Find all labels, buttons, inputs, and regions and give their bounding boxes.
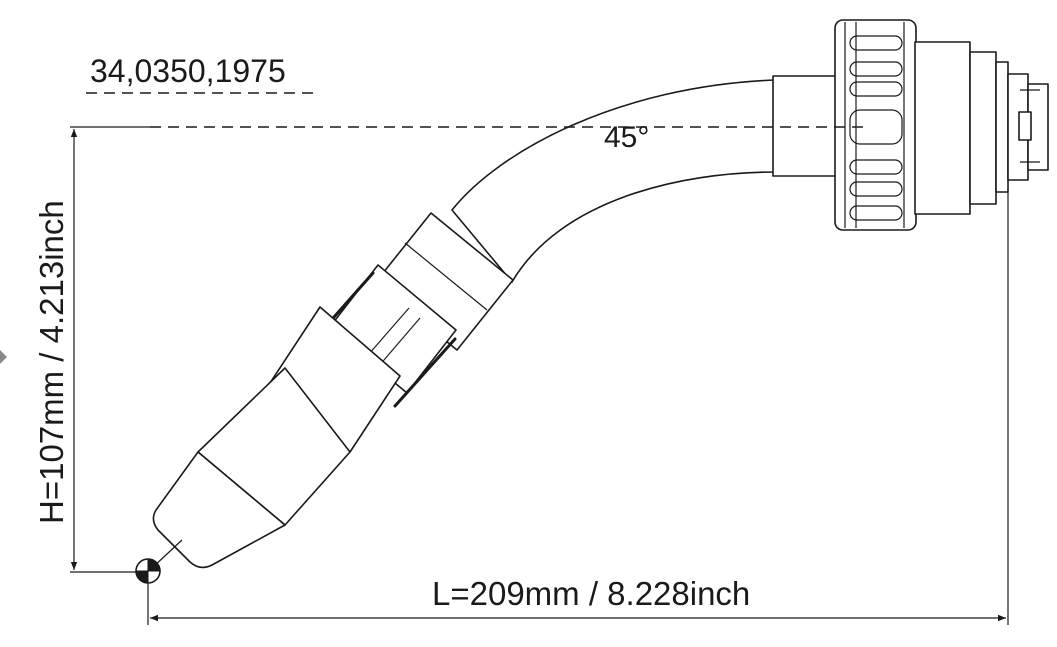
neck-tube <box>451 79 776 283</box>
length-dimension <box>147 192 1009 625</box>
tube-collar <box>772 75 838 177</box>
edge-marker-icon <box>0 350 7 364</box>
datum-target-icon <box>135 558 161 584</box>
gas-nozzle <box>152 451 286 569</box>
part-number-label: 34,0350,1975 <box>90 53 286 89</box>
connector-pin <box>995 61 1049 193</box>
height-dimension <box>70 129 136 573</box>
angle-label: 45° <box>604 121 649 154</box>
length-label: L=209mm / 8.228inch <box>432 575 750 612</box>
height-label: H=107mm / 4.213inch <box>33 200 70 524</box>
knurled-locking-nut <box>834 19 917 231</box>
connector-ring <box>969 51 997 205</box>
connector-flange <box>914 41 971 215</box>
torch-body <box>135 19 1049 584</box>
